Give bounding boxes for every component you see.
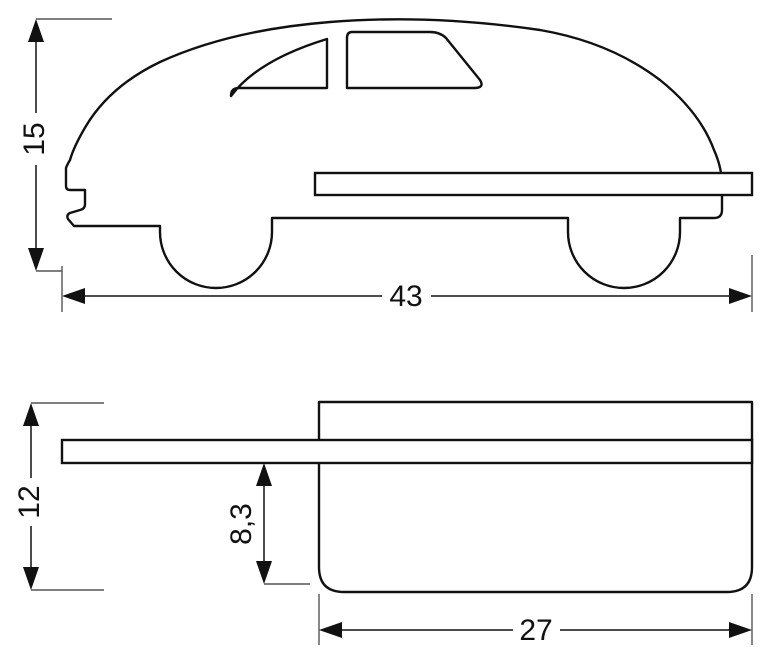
rear-quarter-window (229, 37, 329, 98)
dimension-depth-12: 12 (13, 402, 104, 591)
back-plate-outline (317, 400, 754, 594)
arrow-head-length-right (729, 288, 752, 304)
car-body-outline (64, 18, 724, 290)
shelf-board-plan-view (60, 438, 754, 465)
top-plan-view: 12 8,3 27 (13, 400, 754, 647)
arrow-head-height-bottom (28, 248, 44, 271)
arrow-head-offset-bottom (256, 561, 272, 584)
arrow-head-width-left (319, 622, 342, 638)
side-elevation-view: 15 43 (18, 18, 754, 313)
dimension-label-12: 12 (13, 485, 46, 518)
dimension-label-8-3: 8,3 (225, 503, 258, 545)
main-window (345, 30, 483, 90)
arrow-head-offset-top (256, 463, 272, 486)
dimension-height-15: 15 (18, 18, 112, 272)
dimension-offset-8-3: 8,3 (225, 463, 310, 585)
arrow-head-depth-top (23, 403, 39, 426)
arrow-head-height-top (28, 19, 44, 42)
dimension-length-43: 43 (61, 255, 753, 313)
dimension-width-27: 27 (318, 594, 753, 647)
shelf-board-side-view (313, 171, 754, 197)
arrow-head-width-right (729, 622, 752, 638)
dimension-label-27: 27 (519, 614, 552, 647)
dimension-label-43: 43 (389, 280, 422, 313)
dimension-label-15: 15 (18, 122, 51, 155)
arrow-head-length-left (62, 288, 85, 304)
arrow-head-depth-bottom (23, 567, 39, 590)
